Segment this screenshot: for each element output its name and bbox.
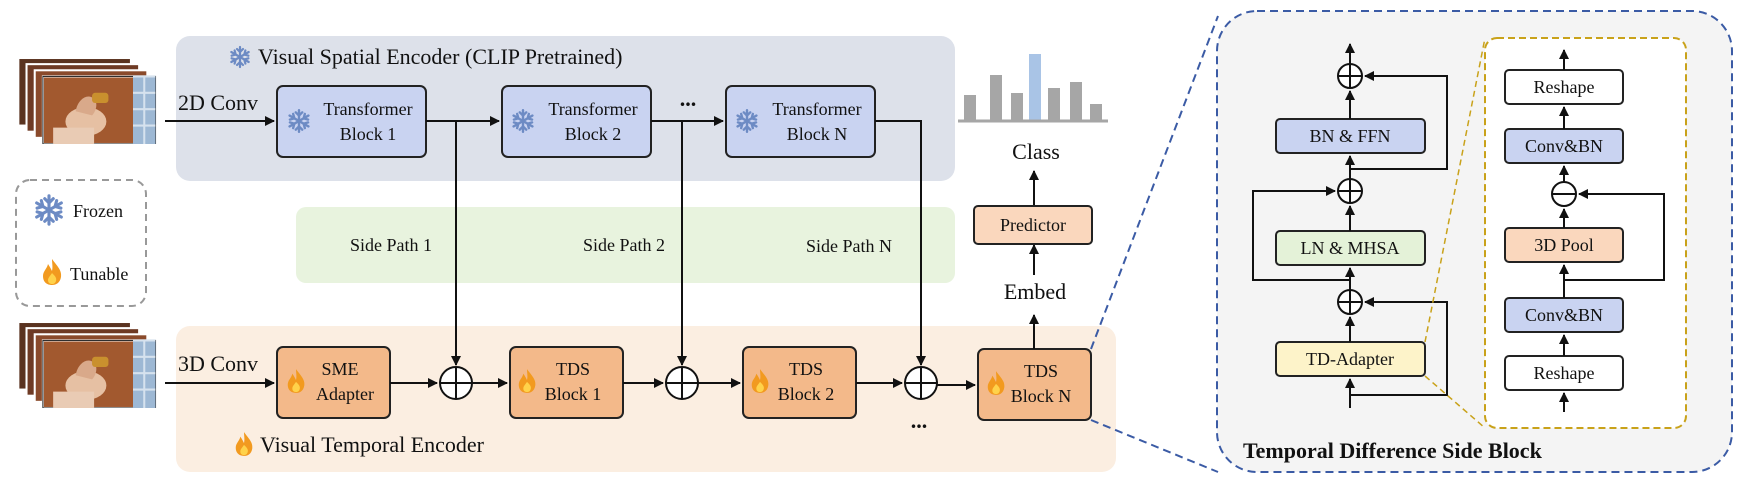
spatial-connections <box>426 116 926 366</box>
legend-box <box>15 179 147 307</box>
block-label: Transformer <box>323 99 412 119</box>
transformer-block-2: Transformer Block 2 <box>501 85 652 158</box>
temporal-encoder-title: Visual Temporal Encoder <box>260 432 485 457</box>
td-adapter-label: TD-Adapter <box>1306 349 1394 369</box>
side-path-2-label: Side Path 2 <box>583 235 665 255</box>
block-label: Block 2 <box>565 124 622 144</box>
input-video-frames-bottom <box>17 322 157 408</box>
zoom-line-bottom <box>1090 419 1219 473</box>
spatial-ellipsis: ... <box>680 86 697 111</box>
reshape-bottom-label: Reshape <box>1534 363 1595 383</box>
block-label: SME <box>321 359 358 379</box>
tds-block-2: TDS Block 2 <box>742 346 857 419</box>
side-path-1-label: Side Path 1 <box>350 235 432 255</box>
tds-internal: BN & FFN LN & MHSA TD-Adapter <box>1252 43 1448 408</box>
spatial-encoder-title: Visual Spatial Encoder (CLIP Pretrained) <box>258 44 622 69</box>
input-video-frames-top <box>17 58 157 144</box>
side-path-region <box>296 207 955 283</box>
temporal-encoder-region <box>176 326 1116 472</box>
td-adapter-internal: Reshape Conv&BN 3D Pool Conv&BN Reshape <box>1504 49 1665 412</box>
tds-block-1: TDS Block 1 <box>509 346 624 419</box>
predictor-label: Predictor <box>1000 215 1066 235</box>
2d-conv-label: 2D Conv <box>178 90 258 115</box>
ln-mhsa-label: LN & MHSA <box>1300 238 1399 258</box>
3d-pool-label: 3D Pool <box>1534 235 1594 255</box>
predictor-box <box>973 205 1093 245</box>
zoom-line-top <box>1090 15 1219 350</box>
3d-conv-label: 3D Conv <box>178 351 258 376</box>
embed-label: Embed <box>1004 279 1066 304</box>
sme-adapter-block: SME Adapter <box>276 346 391 419</box>
side-path-n-label: Side Path N <box>806 236 892 256</box>
tds-detail-title: Temporal Difference Side Block <box>1243 438 1543 463</box>
block-label: Transformer <box>772 99 861 119</box>
temporal-ellipsis: ... <box>911 408 928 433</box>
temporal-add-nodes <box>439 366 938 400</box>
block-label: Block N <box>787 124 848 144</box>
class-histogram <box>958 54 1108 123</box>
block-label: Block N <box>1011 386 1072 406</box>
conv-bn-bottom-label: Conv&BN <box>1525 305 1603 325</box>
tds-block-n: TDS Block N <box>977 348 1092 421</box>
class-label: Class <box>1012 139 1060 164</box>
block-label: Block 1 <box>545 384 602 404</box>
block-label: TDS <box>789 359 823 379</box>
transformer-block-1: Transformer Block 1 <box>276 85 427 158</box>
block-label: TDS <box>1024 361 1058 381</box>
adapter-zoom-line-bottom <box>1424 375 1486 429</box>
block-label: Block 1 <box>340 124 397 144</box>
reshape-top-label: Reshape <box>1534 77 1595 97</box>
block-label: TDS <box>556 359 590 379</box>
bn-ffn-label: BN & FFN <box>1309 126 1390 146</box>
block-label: Adapter <box>316 384 374 404</box>
adapter-zoom-line-top <box>1424 37 1486 343</box>
conv-bn-top-label: Conv&BN <box>1525 136 1603 156</box>
transformer-block-n: Transformer Block N <box>725 85 876 158</box>
legend-frozen: Frozen <box>73 201 123 221</box>
temporal-connections <box>390 170 1039 390</box>
block-label: Transformer <box>548 99 637 119</box>
legend-tunable: Tunable <box>70 264 128 284</box>
block-label: Block 2 <box>778 384 835 404</box>
